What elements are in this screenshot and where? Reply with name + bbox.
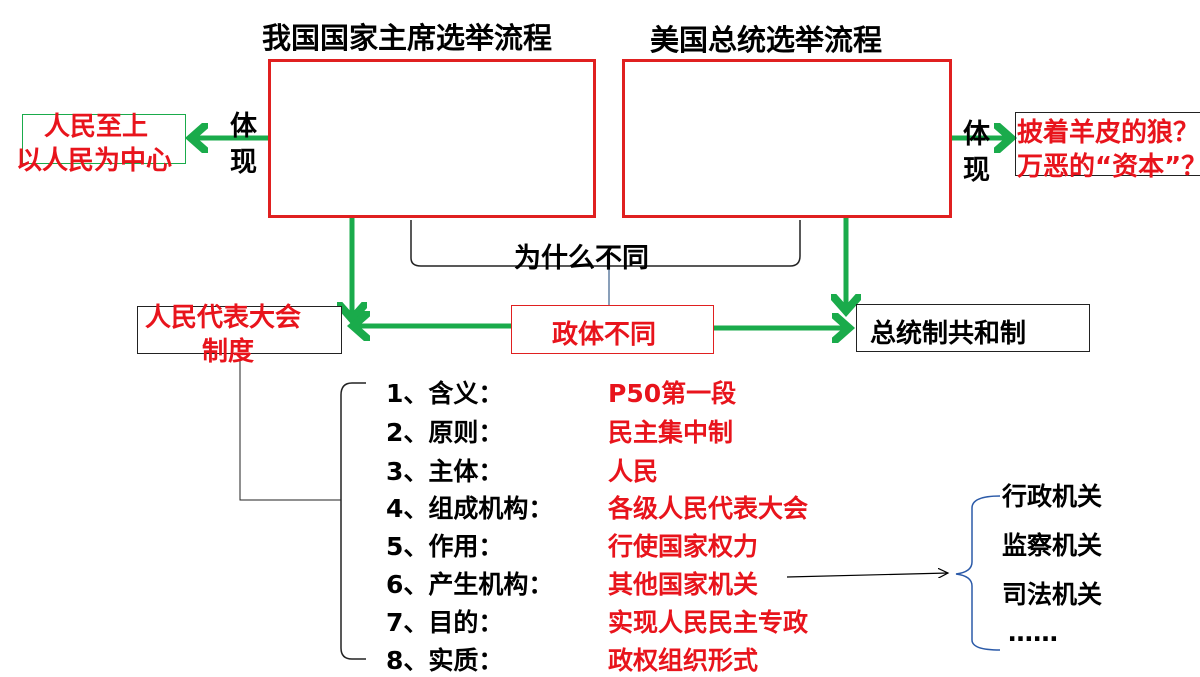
- regime-different-label: 政体不同: [552, 320, 657, 350]
- presidential-box: [856, 304, 1090, 352]
- npc-system-line1: 人民代表大会: [145, 303, 302, 333]
- npc-connector: [239, 355, 341, 501]
- item-value-1: P50第一段: [608, 379, 737, 408]
- item-value-2: 民主集中制: [608, 418, 734, 447]
- item-value-8: 政权组织形式: [608, 646, 759, 675]
- wolf-note-box: [1015, 112, 1200, 176]
- left-embody-char1: 体: [230, 111, 257, 142]
- item-value-5: 行使国家权力: [608, 532, 759, 561]
- organ-ellipsis: ……: [1008, 618, 1058, 647]
- people-centered-text: 以人民为中心: [16, 146, 173, 176]
- item-label-5: 5、作用：: [386, 532, 504, 561]
- item-value-6: 其他国家机关: [608, 570, 759, 599]
- item-value-7: 实现人民民主专政: [608, 608, 809, 637]
- people-first-text: 人民至上: [44, 112, 149, 142]
- right-embody-char1: 体: [963, 119, 990, 150]
- item-label-2: 2、原则：: [386, 418, 504, 447]
- item-label-1: 1、含义：: [386, 379, 504, 408]
- china-process-title: 我国国家主席选举流程: [262, 21, 553, 55]
- item-label-8: 8、实质：: [386, 646, 504, 675]
- organ-judicial: 司法机关: [1002, 580, 1103, 609]
- us-process-box: [622, 59, 952, 218]
- people-first-box: [22, 114, 186, 164]
- item-value-3: 人民: [608, 457, 659, 486]
- arrow-organs: [786, 573, 948, 577]
- presidential-label: 总统制共和制: [870, 319, 1027, 349]
- wolf-note-line2: 万恶的“资本”？: [1017, 152, 1200, 182]
- left-embody-char2: 现: [230, 147, 257, 178]
- item-label-7: 7、目的：: [386, 608, 504, 637]
- list-bracket: [340, 382, 366, 660]
- wolf-note-line1: 披着羊皮的狼？: [1017, 118, 1200, 148]
- right-embody-char2: 现: [963, 155, 990, 186]
- item-label-3: 3、主体：: [386, 457, 504, 486]
- china-process-box: [268, 59, 596, 218]
- item-value-4: 各级人民代表大会: [608, 494, 809, 523]
- organ-supervisory: 监察机关: [1002, 531, 1103, 560]
- npc-system-line2: 制度: [202, 337, 255, 367]
- organs-bracket: [955, 495, 1001, 651]
- us-process-title: 美国总统选举流程: [650, 23, 883, 57]
- regime-different-box: [511, 305, 714, 354]
- why-different-label: 为什么不同: [514, 243, 649, 274]
- why-bracket: [410, 220, 801, 267]
- organ-executive: 行政机关: [1002, 482, 1103, 511]
- item-label-6: 6、产生机构：: [386, 570, 554, 599]
- item-label-4: 4、组成机构：: [386, 494, 554, 523]
- npc-system-box: [137, 306, 342, 354]
